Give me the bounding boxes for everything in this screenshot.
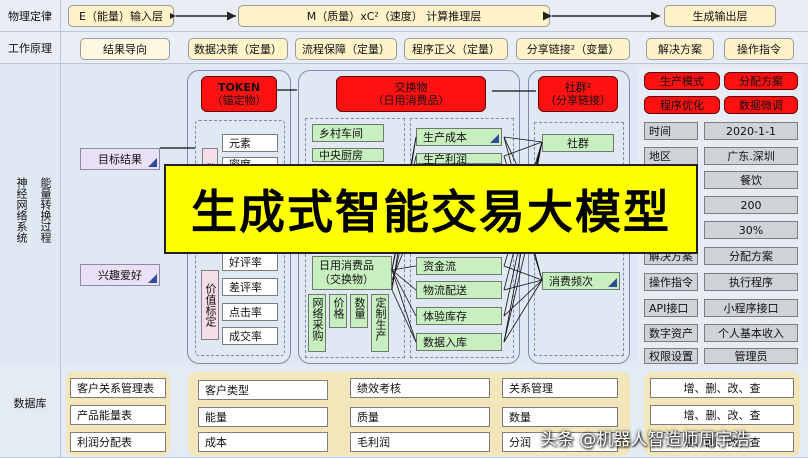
goods-sub-2: 价格 bbox=[329, 294, 347, 328]
result-orientation: 结果导向 bbox=[80, 38, 170, 60]
data-storage: 数据入库 bbox=[416, 333, 502, 351]
output-val-8: 小程序接口 bbox=[704, 299, 798, 317]
output-val-3: 餐饮 bbox=[704, 171, 798, 189]
output-val-5: 30% bbox=[704, 221, 798, 239]
token-item-1: 元素 bbox=[222, 134, 278, 152]
goods-sub-4: 定制生产 bbox=[371, 294, 389, 352]
goods-sub-3: 数量 bbox=[350, 294, 368, 328]
production-profit: 生产利润 bbox=[416, 153, 502, 166]
header-arrow bbox=[492, 90, 536, 92]
social-header: 社群² （分享链接） bbox=[538, 76, 618, 112]
db-crud-1: 增、删、改、查 bbox=[650, 378, 794, 398]
db-cost: 成本 bbox=[198, 432, 328, 452]
community: 社群 bbox=[542, 134, 614, 152]
program-optimization: 程序优化 bbox=[644, 96, 720, 114]
value-calibration: 价值标定 bbox=[201, 270, 219, 340]
output-key-10: 权限设置 bbox=[644, 348, 698, 364]
compute-layer: M（质量）xC²（速度） 计算推理层 bbox=[238, 5, 550, 27]
output-key-2: 地区 bbox=[644, 147, 698, 165]
db-energy: 能量 bbox=[198, 407, 328, 427]
row-label-principle: 工作原理 bbox=[8, 42, 52, 55]
principle-item-3: 程序正义（定量） bbox=[404, 38, 508, 60]
db-product-energy-table: 产品能量表 bbox=[70, 405, 166, 425]
output-val-6: 分配方案 bbox=[704, 247, 798, 265]
principle-item-2: 流程保障（定量） bbox=[295, 38, 397, 60]
layer-arrows bbox=[170, 11, 660, 21]
db-customer-type: 客户类型 bbox=[198, 380, 328, 400]
data-finetune: 数据微调 bbox=[724, 96, 798, 114]
exchange-title: 交换物 bbox=[394, 81, 428, 94]
production-cost: 生产成本 bbox=[416, 128, 502, 146]
row-label-energy: 能量转换过程 bbox=[39, 177, 52, 243]
token-subtitle: （锚定物） bbox=[211, 94, 267, 107]
watermark: 头条 @机器人智造师周宇浩 bbox=[540, 429, 750, 450]
row-label-database: 数据库 bbox=[13, 397, 47, 410]
principle-item-1: 数据决策（定量） bbox=[188, 38, 288, 60]
output-key-9: 数字资产 bbox=[644, 324, 698, 342]
production-mode: 生产模式 bbox=[644, 72, 720, 90]
db-gross-profit: 毛利润 bbox=[350, 432, 490, 452]
output-key-7: 操作指令 bbox=[644, 273, 698, 291]
goods-sub-1: 网络采购 bbox=[308, 294, 326, 352]
db-profit-table: 利润分配表 bbox=[70, 432, 166, 452]
central-kitchen: 中央厨房 bbox=[312, 148, 384, 162]
token-item-5: 点击率 bbox=[222, 303, 278, 321]
row-label-physics: 物理定律 bbox=[8, 10, 52, 23]
db-crud-2: 增、删、改、查 bbox=[650, 405, 794, 425]
db-quality: 质量 bbox=[350, 407, 490, 427]
rural-workshop: 乡村车间 bbox=[312, 124, 384, 142]
output-val-4: 200 bbox=[704, 196, 798, 214]
output-val-2: 广东.深圳 bbox=[704, 147, 798, 165]
token-title: TOKEN bbox=[217, 81, 261, 94]
db-crm-table: 客户关系管理表 bbox=[70, 378, 166, 398]
logistics: 物流配送 bbox=[416, 281, 502, 299]
output-key-1: 时间 bbox=[644, 122, 698, 140]
distribution-plan: 分配方案 bbox=[724, 72, 798, 90]
exchange-header: 交换物 （日用消费品） bbox=[336, 76, 486, 112]
db-share-profit: 分润 bbox=[502, 432, 618, 452]
row-label-network: 神经网络系统 bbox=[15, 177, 28, 243]
principle-item-4: 分享链接²（变量） bbox=[516, 38, 630, 60]
db-crud-3: 增、删、改、查 bbox=[650, 432, 794, 452]
solution-pill: 解决方案 bbox=[646, 38, 714, 60]
output-val-7: 执行程序 bbox=[704, 273, 798, 291]
token-item-4: 差评率 bbox=[222, 278, 278, 296]
daily-goods: 日用消费品（交换物） bbox=[312, 256, 392, 290]
exchange-subtitle: （日用消费品） bbox=[372, 94, 450, 107]
interest-box: 兴趣爱好 bbox=[80, 264, 160, 286]
main-title-banner: 生成式智能交易大模型 bbox=[164, 164, 698, 254]
output-val-1: 2020-1-1 bbox=[704, 122, 798, 140]
output-layer: 生成输出层 bbox=[664, 5, 776, 27]
db-performance: 绩效考核 bbox=[350, 378, 490, 398]
token-item-6: 成交率 bbox=[222, 327, 278, 345]
top-arrows bbox=[160, 89, 297, 149]
target-result-box: 目标结果 bbox=[80, 148, 160, 170]
token-header: TOKEN （锚定物） bbox=[201, 76, 277, 112]
output-val-9: 个人基本收入 bbox=[704, 324, 798, 342]
consumption-frequency: 消费频次 bbox=[542, 272, 620, 290]
social-title: 社群² bbox=[564, 81, 592, 94]
db-relationship: 关系管理 bbox=[502, 378, 618, 398]
cash-flow: 资金流 bbox=[416, 257, 502, 275]
column-divider bbox=[60, 0, 61, 458]
db-quantity: 数量 bbox=[502, 407, 618, 427]
input-layer: E（能量）输入层 bbox=[68, 5, 174, 27]
social-subtitle: （分享链接） bbox=[545, 94, 611, 107]
experience-inventory: 体验库存 bbox=[416, 307, 502, 325]
output-val-10: 管理员 bbox=[704, 348, 798, 364]
instruction-pill: 操作指令 bbox=[724, 38, 794, 60]
token-item-3: 好评率 bbox=[222, 253, 278, 271]
output-key-8: API接口 bbox=[644, 299, 698, 317]
